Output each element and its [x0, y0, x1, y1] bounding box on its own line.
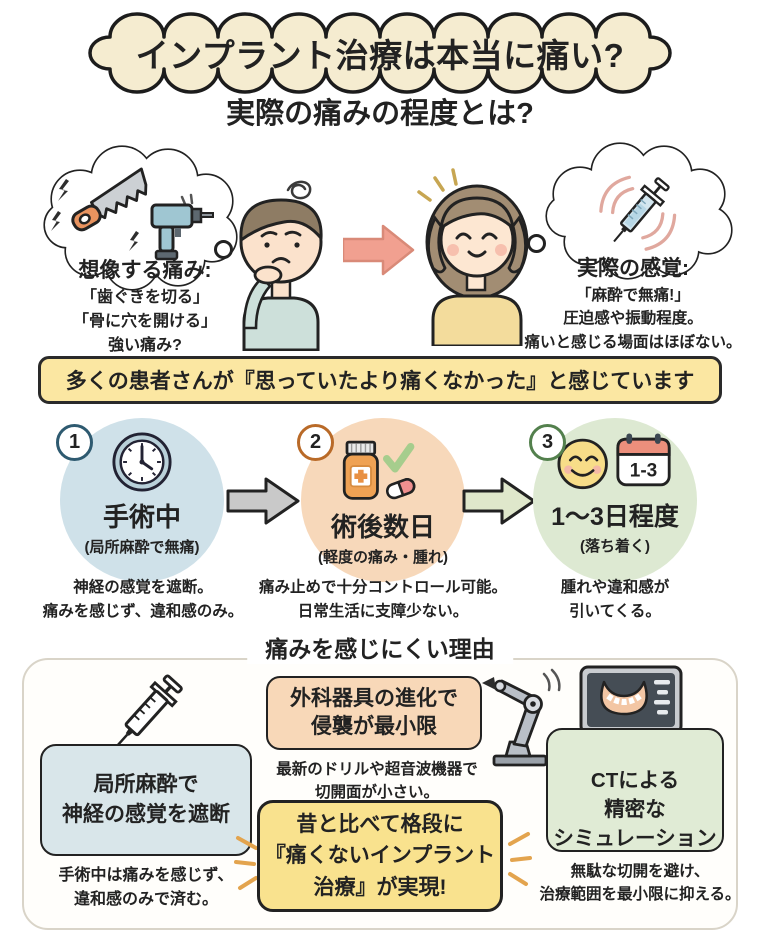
cloud-border-shape	[88, 12, 672, 94]
step-3-circle: 3 1-3 1〜3日程度 (落ち着く)	[529, 418, 697, 582]
imagined-pain-text: 想像する痛み: 「歯ぐきを切る」 「骨に穴を開ける」 強い痛み?	[28, 254, 262, 358]
syringe-icon	[599, 175, 677, 251]
reasons-heading: 痛みを感じにくい理由	[247, 630, 513, 664]
check-icon	[383, 443, 415, 473]
key-message-banner: 多くの患者さんが『思っていたより痛くなかった』と感じています	[38, 356, 722, 404]
imagined-heading: 想像する痛み:	[78, 259, 212, 282]
page-title: インプラント治療は本当に痛い?	[135, 37, 625, 74]
actual-thought-bubble	[545, 142, 733, 280]
step-3-subtitle: (落ち着く)	[580, 538, 650, 555]
sparkle-right-icon	[508, 832, 532, 886]
smiley-calendar-icon: 1-3	[557, 433, 671, 490]
anesthesia-box: 局所麻酔で 神経の感覚を遮断	[40, 744, 252, 856]
step-1-number-badge: 1	[56, 424, 93, 461]
page-subtitle: 実際の痛みの程度とは?	[226, 98, 534, 130]
plus-cross-icon	[354, 469, 368, 483]
drill-icon	[150, 193, 214, 261]
pill-icon	[385, 478, 416, 500]
conclusion-box: 昔と比べて格段に 『痛くないインプラント 治療』が実現!	[257, 800, 503, 912]
anesthesia-syringe-icon	[112, 674, 183, 752]
step-1-caption: 神経の感覚を遮断。 痛みを感じず、違和感のみ。	[42, 579, 244, 621]
step-2-number-badge: 2	[297, 424, 334, 461]
ct-caption: 無駄な切開を避け、 治療範囲を最小限に抑える。	[539, 863, 741, 904]
actual-heading: 実際の感覚:	[577, 257, 689, 280]
step-3-caption: 腫れや違和感が 引いてくる。	[560, 579, 670, 621]
anesthesia-caption: 手術中は痛みを感じず、 違和感のみで済む。	[58, 867, 234, 908]
arrow-right-icon	[343, 224, 415, 276]
worried-patient-illustration	[239, 180, 323, 351]
medicine-icon	[342, 440, 416, 500]
step-2-title: 術後数日	[330, 512, 435, 542]
ct-box: CTによる 精密な シミュレーション	[546, 728, 724, 852]
step-2-caption: 痛み止めで十分コントロール可能。 日常生活に支障少ない。	[258, 579, 507, 621]
confusion-squiggle-icon	[286, 180, 312, 200]
step-1-title: 手術中	[102, 502, 181, 532]
smiley-icon	[557, 438, 608, 490]
instruments-caption: 最新のドリルや超音波機器で 切開面が小さい。	[276, 761, 478, 802]
jaw-scan-icon	[600, 680, 648, 716]
step-1-subtitle: (局所麻酔で無痛)	[84, 539, 200, 556]
imagined-thought-bubble	[43, 145, 238, 291]
step-1-circle: 1 手術中 (局所麻酔で無痛)	[56, 418, 224, 582]
actual-bubble-dot	[527, 234, 546, 253]
step-arrow-2-icon	[462, 477, 536, 525]
step-arrow-1-icon	[226, 477, 300, 525]
clock-icon	[112, 432, 172, 492]
title-cloud: インプラント治療は本当に痛い?	[80, 10, 680, 96]
calendar-icon: 1-3	[616, 433, 671, 487]
saw-icon	[71, 167, 148, 232]
step-3-title: 1〜3日程度	[551, 503, 679, 531]
step-2-circle: 2 術後数日 (軽度の痛み・腫れ)	[297, 418, 465, 582]
instruments-box: 外科器具の進化で 侵襲が最小限	[266, 676, 482, 750]
step-3-number-badge: 3	[529, 424, 566, 461]
sparkle-lines-icon	[417, 168, 458, 202]
imagined-bubble-dot	[214, 240, 233, 259]
relieved-patient-illustration	[417, 168, 529, 346]
lightning-icon	[51, 179, 139, 251]
sparkle-left-icon	[234, 836, 258, 890]
calendar-label: 1-3	[630, 460, 657, 481]
step-2-subtitle: (軽度の痛み・腫れ)	[318, 549, 448, 566]
actual-feeling-text: 実際の感覚: 「麻酔で無痛!」 圧迫感や振動程度。 痛いと感じる場面はほぼない。	[510, 252, 756, 354]
